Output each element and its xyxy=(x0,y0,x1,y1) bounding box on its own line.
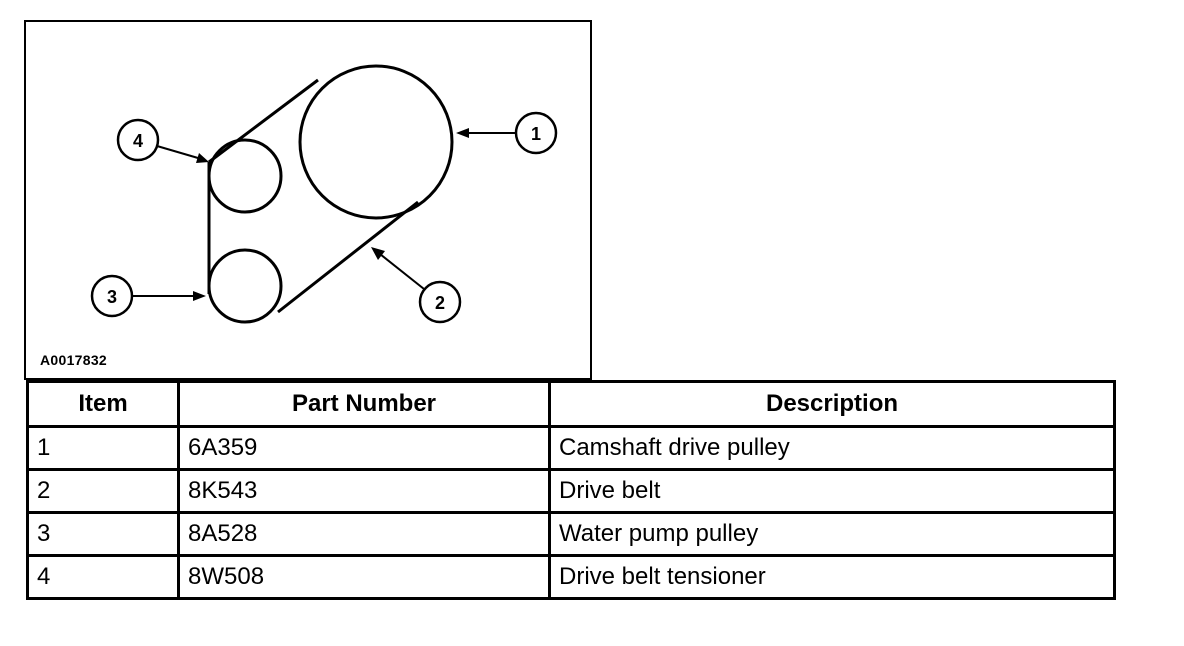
cell-item: 1 xyxy=(26,425,180,471)
drive-belt-upper-run xyxy=(208,78,319,164)
header-item: Item xyxy=(26,380,180,428)
callout-3: 3 xyxy=(90,274,206,318)
header-part-number: Part Number xyxy=(177,380,551,428)
callout-4-label: 4 xyxy=(133,131,143,151)
callout-2: 2 xyxy=(371,247,462,324)
cell-part-number: 8W508 xyxy=(177,554,551,600)
cell-description: Drive belt tensioner xyxy=(548,554,1116,600)
cell-description: Drive belt xyxy=(548,468,1116,514)
callout-4: 4 xyxy=(116,118,209,163)
drive-belt-lower-run xyxy=(277,200,419,314)
belt-routing-diagram: 1 2 3 4 xyxy=(90,64,558,324)
drive-belt xyxy=(207,78,419,314)
table-row: 4 8W508 Drive belt tensioner xyxy=(26,554,1116,600)
cell-part-number: 8A528 xyxy=(177,511,551,557)
cell-part-number: 8K543 xyxy=(177,468,551,514)
water-pump-pulley xyxy=(207,248,283,324)
callout-1-label: 1 xyxy=(531,124,541,144)
header-description: Description xyxy=(548,380,1116,428)
cell-part-number: 6A359 xyxy=(177,425,551,471)
cell-item: 2 xyxy=(26,468,180,514)
table-row: 3 8A528 Water pump pulley xyxy=(26,511,1116,557)
callout-1: 1 xyxy=(456,111,558,155)
figure-id: A0017832 xyxy=(40,352,108,368)
cell-item: 3 xyxy=(26,511,180,557)
table-row: 2 8K543 Drive belt xyxy=(26,468,1116,514)
callout-2-label: 2 xyxy=(435,293,445,313)
cell-item: 4 xyxy=(26,554,180,600)
cell-description: Water pump pulley xyxy=(548,511,1116,557)
table-header-row: Item Part Number Description xyxy=(26,380,1116,428)
belt-diagram-figure: 1 2 3 4 A0017832 xyxy=(24,20,592,380)
table-row: 1 6A359 Camshaft drive pulley xyxy=(26,425,1116,471)
callout-3-label: 3 xyxy=(107,287,117,307)
drive-belt-tensioner xyxy=(207,138,283,214)
cell-description: Camshaft drive pulley xyxy=(548,425,1116,471)
parts-table: Item Part Number Description 1 6A359 Cam… xyxy=(26,380,1116,600)
camshaft-drive-pulley xyxy=(298,64,454,220)
